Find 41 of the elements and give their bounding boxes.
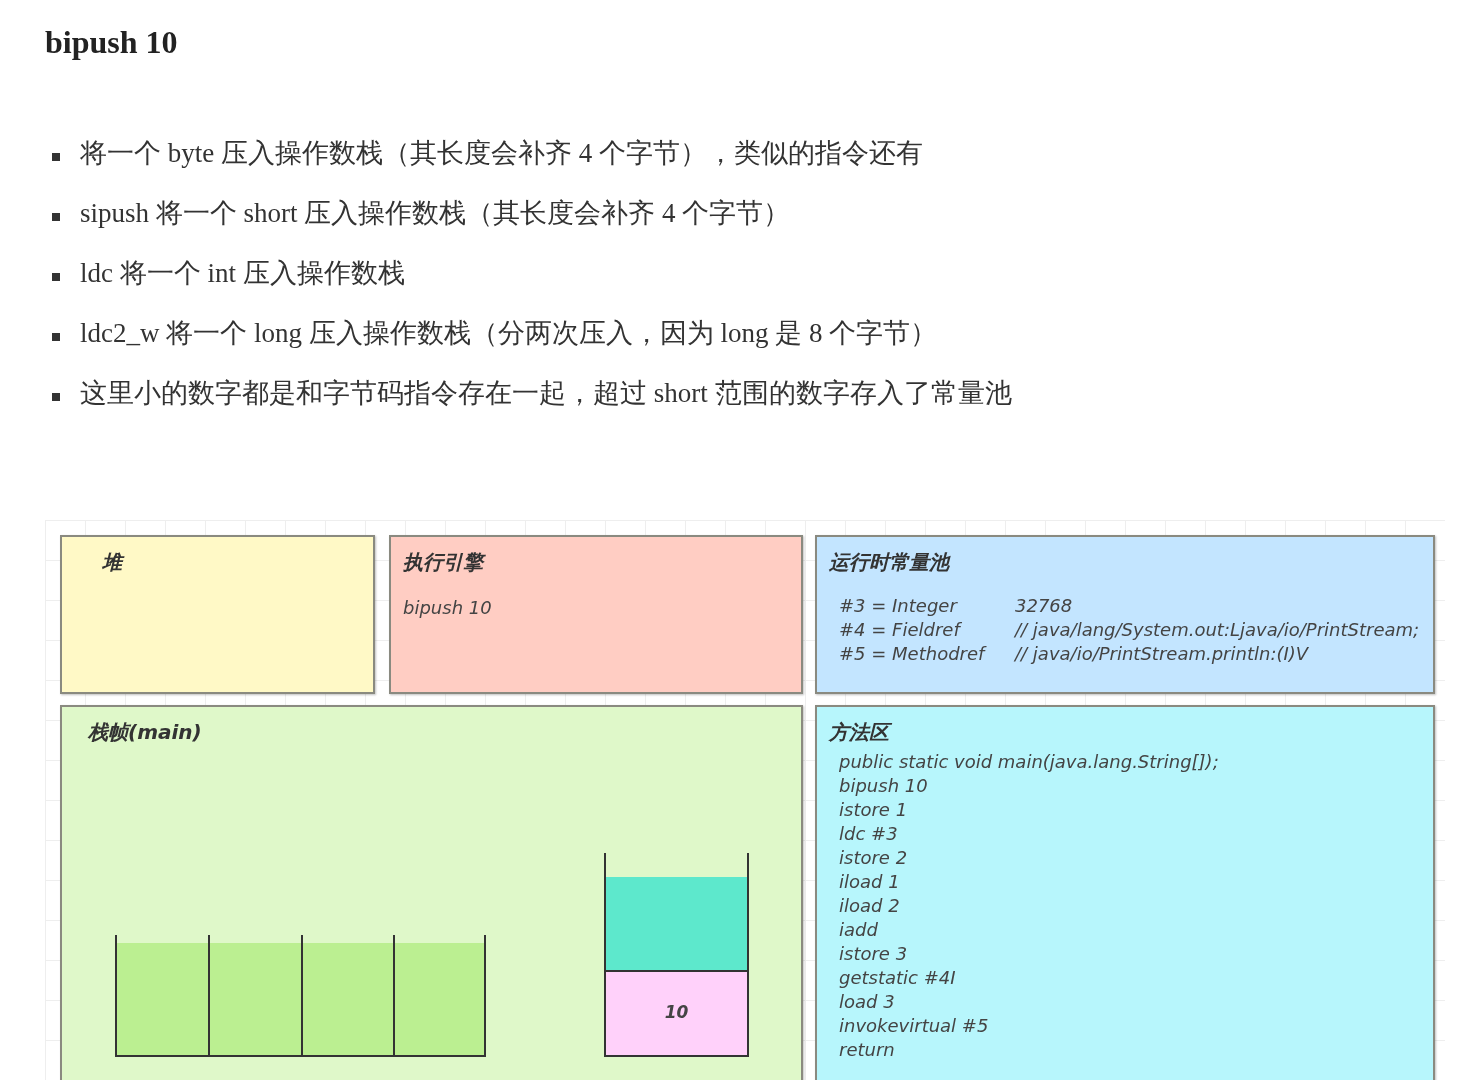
- local-variable-slot: [393, 935, 486, 1057]
- bullet-text: ldc2_w 将一个 long 压入操作数栈（分两次压入，因为 long 是 8 个字节）: [80, 317, 938, 350]
- bytecode-line: iadd: [839, 919, 878, 940]
- instruction-text: bipush 10: [403, 597, 492, 618]
- bytecode-line: getstatic #4I: [839, 967, 956, 988]
- constant-pool-entry: // java/lang/System.out:Ljava/io/PrintStream;: [1015, 619, 1420, 640]
- bullet-text: ldc 将一个 int 压入操作数栈: [80, 257, 405, 290]
- memory-panel: [815, 705, 1435, 1080]
- local-variable-slot: [208, 935, 301, 1057]
- panel-heading: 运行时常量池: [829, 549, 949, 576]
- bytecode-line: load 3: [839, 991, 895, 1012]
- local-variable-slot: [115, 935, 208, 1057]
- bytecode-line: return: [839, 1039, 895, 1060]
- constant-pool-entry: #4 = Fieldref: [839, 619, 960, 640]
- bytecode-line: public static void main(java.lang.String[]);: [839, 751, 1219, 772]
- bullet-text: sipush 将一个 short 压入操作数栈（其长度会补齐 4 个字节）: [80, 197, 791, 230]
- bytecode-line: bipush 10: [839, 775, 928, 796]
- stack-value: 10: [663, 1002, 690, 1022]
- memory-panel: [60, 705, 803, 1080]
- bullet-text: 将一个 byte 压入操作数栈（其长度会补齐 4 个字节），类似的指令还有: [80, 137, 923, 170]
- constant-pool-entry: #3 = Integer: [839, 595, 957, 616]
- bytecode-line: ldc #3: [839, 823, 898, 844]
- panel-heading: 栈帧(main): [88, 719, 202, 746]
- page-title: bipush 10: [45, 24, 178, 61]
- memory-panel: [815, 535, 1435, 694]
- memory-panel: [389, 535, 803, 694]
- local-variable-slot: [301, 935, 393, 1057]
- constant-pool-entry: // java/io/PrintStream.println:(I)V: [1015, 643, 1309, 664]
- constant-pool-entry: 32768: [1015, 595, 1073, 616]
- bytecode-line: istore 2: [839, 847, 908, 868]
- memory-panel: [60, 535, 375, 694]
- stack-entry: [606, 877, 747, 970]
- bytecode-line: istore 3: [839, 943, 908, 964]
- bytecode-line: iload 2: [839, 895, 900, 916]
- constant-pool-entry: #5 = Methodref: [839, 643, 985, 664]
- bytecode-line: invokevirtual #5: [839, 1015, 989, 1036]
- bytecode-line: istore 1: [839, 799, 908, 820]
- bullet-text: 这里小的数字都是和字节码指令存在一起，超过 short 范围的数字存入了常量池: [80, 377, 1012, 410]
- operand-stack: [604, 853, 749, 1057]
- stack-entry: [606, 970, 747, 1055]
- bytecode-line: iload 1: [839, 871, 900, 892]
